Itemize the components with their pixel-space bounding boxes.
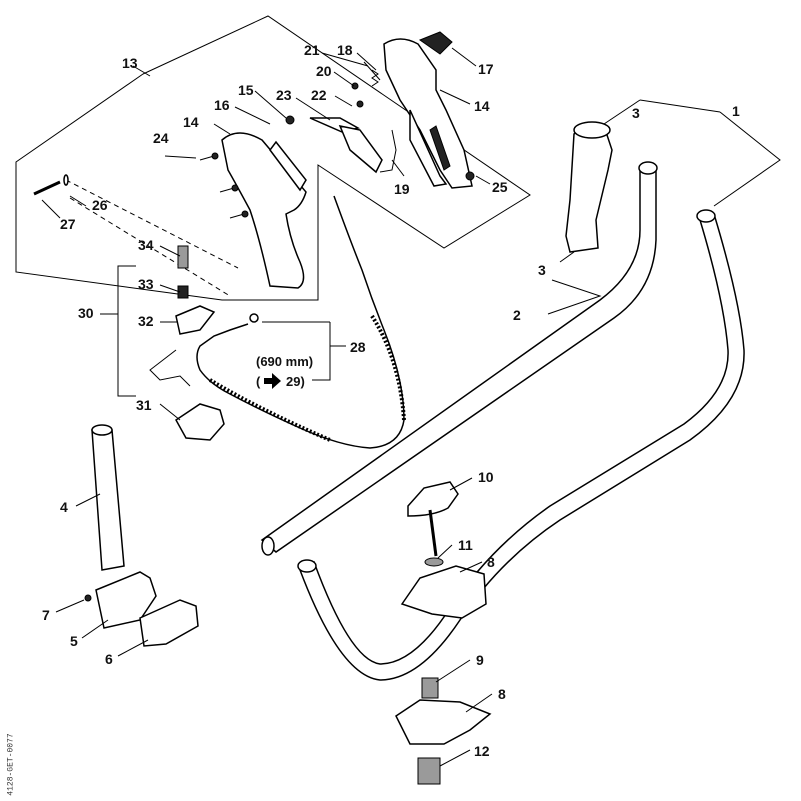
label-part-21: 21 xyxy=(304,42,320,58)
label-part-32: 32 xyxy=(138,313,154,329)
group-30-bracket xyxy=(117,265,136,397)
label-part-24: 24 xyxy=(153,130,169,146)
washer-11 xyxy=(424,557,444,567)
label-part-33: 33 xyxy=(138,276,154,292)
clamp-5 xyxy=(95,571,157,629)
label-part-5: 5 xyxy=(70,633,78,649)
spring-9 xyxy=(421,677,439,699)
arrow-right-icon xyxy=(264,373,281,389)
label-part-34: 34 xyxy=(138,237,154,253)
spring-34 xyxy=(177,245,189,269)
label-part-26: 26 xyxy=(92,197,108,213)
clamp-8-upper xyxy=(400,565,487,619)
label-part-28: 28 xyxy=(350,339,366,355)
label-part-17: 17 xyxy=(478,61,494,77)
label-part-27: 27 xyxy=(60,216,76,232)
label-part-9: 9 xyxy=(476,652,484,668)
label-part-8a: 8 xyxy=(487,554,495,570)
label-part-14a: 14 xyxy=(183,114,199,130)
label-part-2: 2 xyxy=(513,307,521,323)
spring-12 xyxy=(417,757,441,785)
label-part-16: 16 xyxy=(214,97,230,113)
document-code-text: 4128-GET-0077 xyxy=(6,733,16,796)
label-part-12: 12 xyxy=(474,743,490,759)
label-part-1: 1 xyxy=(732,103,740,119)
cable-length-note: (690 mm) xyxy=(256,354,313,369)
label-part-20: 20 xyxy=(316,63,332,79)
clamp-31 xyxy=(175,403,225,441)
label-part-30: 30 xyxy=(78,305,94,321)
cable-ref-number: 29) xyxy=(286,374,305,389)
label-part-31: 31 xyxy=(136,397,152,413)
document-code: 4128-GET-0077 xyxy=(2,733,16,798)
label-part-22: 22 xyxy=(311,87,327,103)
label-part-23: 23 xyxy=(276,87,292,103)
clamp-6 xyxy=(139,599,199,647)
throttle-cable xyxy=(196,195,405,449)
label-part-14b: 14 xyxy=(474,98,490,114)
clamp-8-lower xyxy=(395,699,492,745)
cable-ref-open: ( xyxy=(256,374,261,389)
handle-housing-right xyxy=(383,38,473,189)
handle-housing-left xyxy=(221,132,307,289)
label-part-18: 18 xyxy=(337,42,353,58)
label-part-3b: 3 xyxy=(538,262,546,278)
knob-10 xyxy=(407,481,459,517)
label-part-7: 7 xyxy=(42,607,50,623)
label-part-6: 6 xyxy=(105,651,113,667)
label-part-25: 25 xyxy=(492,179,508,195)
label-part-8b: 8 xyxy=(498,686,506,702)
support-tube xyxy=(91,429,125,571)
label-part-10: 10 xyxy=(478,469,494,485)
label-part-11: 11 xyxy=(458,537,473,553)
label-part-15: 15 xyxy=(238,82,254,98)
label-part-19: 19 xyxy=(394,181,410,197)
handle-grip xyxy=(565,125,613,253)
label-part-13: 13 xyxy=(122,55,138,71)
label-part-4: 4 xyxy=(60,499,68,515)
label-part-3a: 3 xyxy=(632,105,640,121)
group-13-outline xyxy=(15,15,531,301)
